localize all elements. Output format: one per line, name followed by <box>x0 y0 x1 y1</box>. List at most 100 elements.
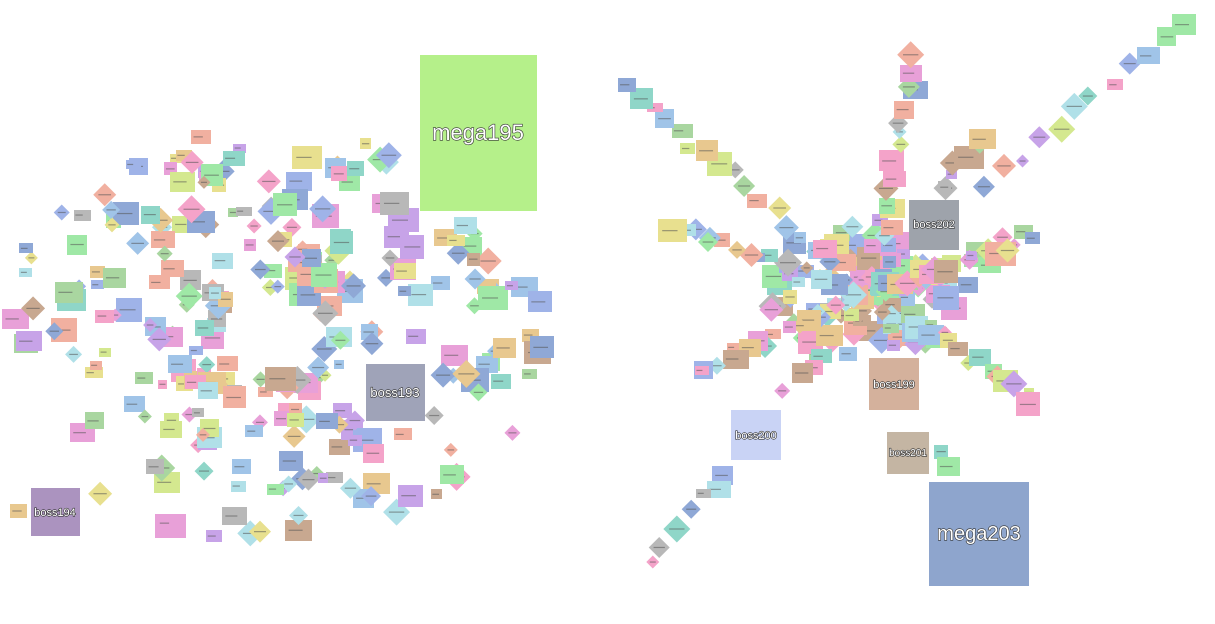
graph-node[interactable] <box>934 445 948 459</box>
graph-node[interactable] <box>339 477 361 499</box>
graph-node[interactable] <box>233 144 246 153</box>
graph-node[interactable] <box>443 442 458 457</box>
graph-node[interactable] <box>19 243 33 253</box>
graph-node[interactable] <box>447 235 465 246</box>
graph-node[interactable] <box>1048 115 1076 143</box>
graph-node[interactable] <box>348 435 362 446</box>
graph-node[interactable] <box>992 153 1017 178</box>
graph-node[interactable] <box>282 424 306 448</box>
graph-node[interactable] <box>197 175 211 189</box>
graph-node[interactable] <box>273 193 297 216</box>
node-boss199[interactable]: boss199 <box>869 358 919 410</box>
graph-node[interactable] <box>655 109 674 128</box>
graph-node[interactable] <box>918 325 944 345</box>
graph-node[interactable] <box>180 150 204 174</box>
graph-node[interactable] <box>697 232 718 253</box>
graph-node[interactable] <box>99 348 111 357</box>
graph-node[interactable] <box>195 320 214 336</box>
graph-node[interactable] <box>887 340 900 351</box>
graph-node[interactable] <box>307 356 330 379</box>
graph-node[interactable] <box>19 268 32 277</box>
graph-node[interactable] <box>85 412 104 429</box>
graph-node[interactable] <box>431 489 442 499</box>
graph-node[interactable] <box>45 322 64 341</box>
graph-node[interactable] <box>330 231 353 254</box>
graph-node[interactable] <box>222 507 247 525</box>
graph-node[interactable] <box>198 382 218 399</box>
graph-node[interactable] <box>1016 154 1030 168</box>
graph-node[interactable] <box>696 489 711 498</box>
graph-node[interactable] <box>408 284 433 306</box>
graph-node[interactable] <box>739 243 764 268</box>
graph-node[interactable] <box>160 421 182 438</box>
node-mega195[interactable]: mega195 <box>420 55 537 211</box>
graph-node[interactable] <box>478 286 508 310</box>
graph-node[interactable] <box>330 330 350 350</box>
graph-node[interactable] <box>672 124 693 138</box>
graph-node[interactable] <box>344 410 365 431</box>
graph-node[interactable] <box>1118 52 1141 75</box>
graph-node[interactable] <box>326 472 343 483</box>
graph-node[interactable] <box>794 232 806 243</box>
graph-node[interactable] <box>892 135 910 153</box>
graph-node[interactable] <box>236 207 252 216</box>
graph-node[interactable] <box>116 298 142 322</box>
graph-node[interactable] <box>398 485 423 507</box>
graph-node[interactable] <box>1000 370 1028 398</box>
graph-node[interactable] <box>954 146 984 169</box>
node-boss200[interactable]: boss200 <box>731 410 781 460</box>
graph-node[interactable] <box>347 161 364 176</box>
graph-node[interactable] <box>91 280 104 289</box>
graph-node[interactable] <box>126 160 141 169</box>
graph-node[interactable] <box>102 200 121 219</box>
graph-node[interactable] <box>452 359 481 388</box>
graph-node[interactable] <box>800 261 814 275</box>
graph-node[interactable] <box>646 555 660 569</box>
graph-node[interactable] <box>696 140 718 161</box>
graph-node[interactable] <box>1157 27 1176 46</box>
graph-node[interactable] <box>113 202 139 225</box>
graph-node[interactable] <box>95 310 114 323</box>
node-boss194[interactable]: boss194 <box>31 488 80 536</box>
graph-node[interactable] <box>897 41 925 69</box>
graph-node[interactable] <box>1078 86 1098 106</box>
graph-node[interactable] <box>440 465 464 484</box>
graph-node[interactable] <box>899 292 915 303</box>
graph-node[interactable] <box>289 403 302 415</box>
graph-node[interactable] <box>361 486 382 507</box>
graph-node[interactable] <box>394 263 416 279</box>
graph-node[interactable] <box>530 336 554 358</box>
graph-node[interactable] <box>400 235 424 259</box>
graph-node[interactable] <box>493 338 516 358</box>
graph-node[interactable] <box>194 461 214 481</box>
graph-node[interactable] <box>146 459 164 474</box>
graph-node[interactable] <box>53 204 70 221</box>
graph-node[interactable] <box>285 520 312 541</box>
graph-node[interactable] <box>881 220 903 235</box>
graph-node[interactable] <box>1060 92 1088 120</box>
graph-node[interactable] <box>250 259 271 280</box>
graph-node[interactable] <box>879 198 895 214</box>
graph-node[interactable] <box>192 408 204 417</box>
graph-node[interactable] <box>252 371 269 388</box>
graph-node[interactable] <box>844 309 859 321</box>
graph-node[interactable] <box>733 174 756 197</box>
graph-node[interactable] <box>360 138 371 149</box>
graph-node[interactable] <box>430 362 456 388</box>
graph-node[interactable] <box>380 192 409 215</box>
graph-node[interactable] <box>206 530 222 542</box>
graph-node[interactable] <box>143 318 158 333</box>
graph-node[interactable] <box>811 349 832 363</box>
graph-node[interactable] <box>937 457 960 476</box>
graph-node[interactable] <box>244 239 256 251</box>
graph-node[interactable] <box>816 325 843 346</box>
graph-node[interactable] <box>228 208 238 217</box>
graph-node[interactable] <box>897 249 910 259</box>
graph-node[interactable] <box>969 129 996 149</box>
node-mega203[interactable]: mega203 <box>929 482 1029 586</box>
graph-node[interactable] <box>284 246 306 268</box>
graph-node[interactable] <box>74 210 91 221</box>
graph-node[interactable] <box>156 245 173 262</box>
graph-node[interactable] <box>465 297 483 315</box>
graph-node[interactable] <box>286 172 312 191</box>
